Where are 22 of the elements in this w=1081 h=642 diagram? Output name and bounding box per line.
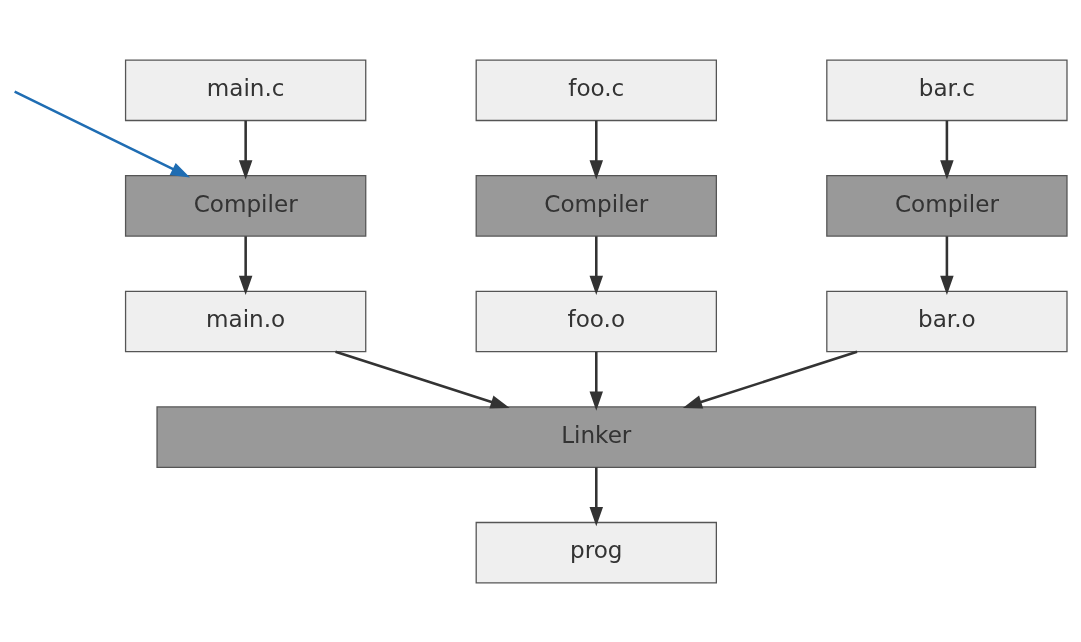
- arrow: [589, 235, 604, 295]
- arrow: [682, 350, 858, 408]
- node-box: main.o: [124, 290, 367, 352]
- node-box: foo.c: [475, 59, 717, 121]
- arrow: [589, 120, 604, 179]
- arrow: [238, 235, 253, 295]
- node-box: bar.c: [826, 59, 1068, 121]
- node-box: Compiler: [475, 174, 717, 237]
- arrow: [589, 351, 604, 411]
- arrow: [14, 90, 191, 177]
- node-box: foo.o: [475, 290, 717, 352]
- node-box: Linker: [156, 405, 1037, 468]
- node-box: prog: [475, 521, 717, 583]
- arrow: [940, 235, 954, 295]
- node-box: Compiler: [826, 174, 1068, 237]
- node-box: Compiler: [124, 174, 367, 237]
- arrow: [589, 467, 604, 526]
- node-box: main.c: [124, 59, 367, 121]
- arrow: [238, 120, 253, 179]
- arrow: [940, 120, 954, 179]
- node-box: bar.o: [826, 290, 1068, 352]
- arrow: [335, 350, 510, 408]
